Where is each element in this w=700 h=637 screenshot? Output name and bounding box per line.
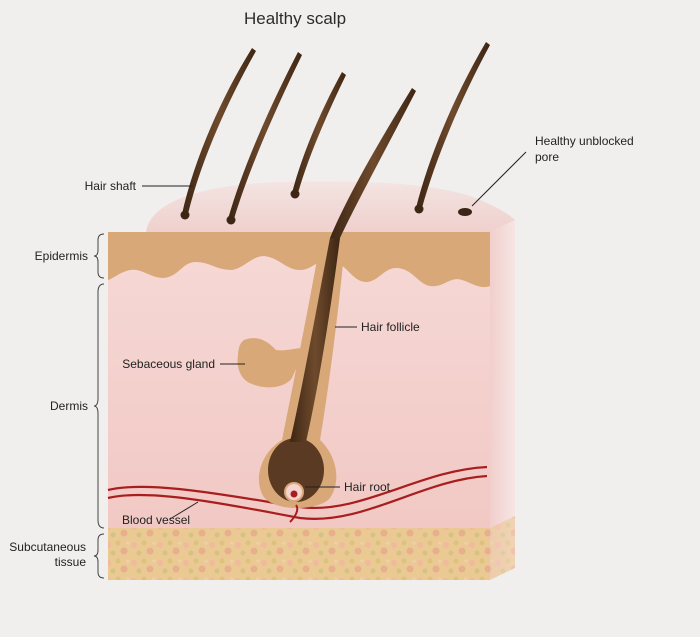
sebaceous-gland — [237, 338, 310, 388]
hair-bulb — [268, 438, 324, 502]
subcutaneous-layer — [108, 528, 490, 580]
skin-surface — [146, 181, 515, 232]
central-hair — [290, 238, 340, 442]
label-pore-line1: Healthy unblocked — [535, 134, 634, 148]
label-pore-line2: pore — [535, 150, 560, 164]
hair-strand-2 — [228, 52, 302, 219]
label-blood-vessel: Blood vessel — [122, 513, 191, 527]
label-epidermis: Epidermis — [34, 249, 88, 263]
hair-strand-4 — [416, 42, 490, 208]
label-subcutaneous-line2: tissue — [54, 555, 86, 569]
label-hair-shaft: Hair shaft — [84, 179, 136, 193]
epidermis-layer — [108, 232, 490, 288]
leader-lines — [142, 151, 527, 520]
hair-strand-3 — [292, 72, 346, 193]
label-hair-follicle: Hair follicle — [361, 320, 420, 334]
label-hair-root: Hair root — [344, 480, 391, 494]
pore — [458, 208, 472, 216]
label-dermis: Dermis — [50, 399, 88, 413]
diagram-title: Healthy scalp — [243, 9, 347, 28]
label-sebaceous-gland: Sebaceous gland — [122, 357, 215, 371]
hair-strand-1 — [182, 48, 256, 214]
block-side-face — [490, 220, 515, 580]
label-subcutaneous-line1: Subcutaneous — [9, 540, 86, 554]
layer-brackets — [93, 233, 105, 579]
